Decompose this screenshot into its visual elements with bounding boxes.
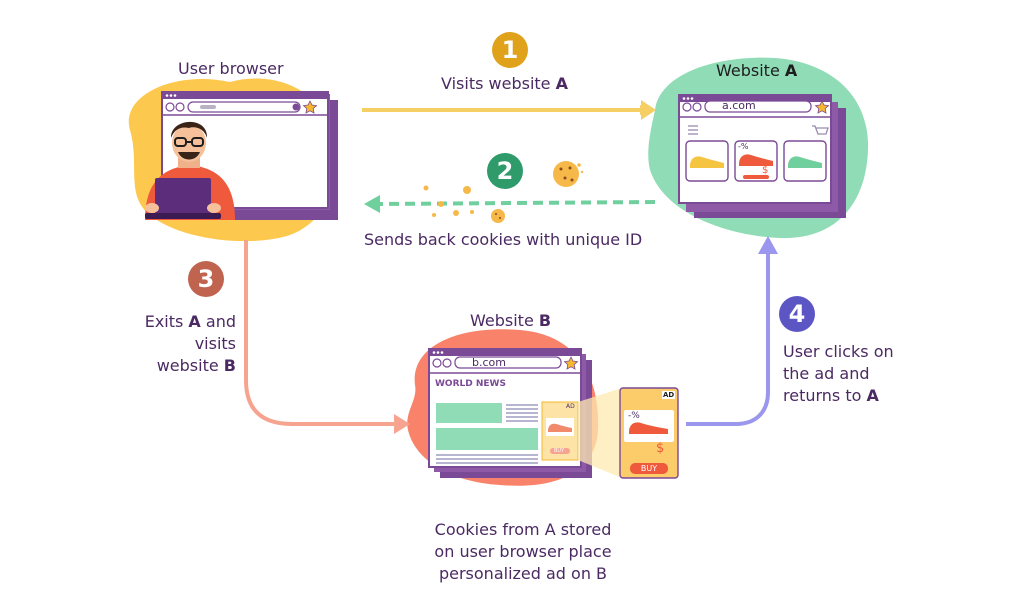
user-browser-title: User browser: [178, 59, 284, 78]
arrow-step-2: [377, 200, 656, 206]
ad-sneaker-icon: [629, 422, 668, 434]
step-4-label: User clicks on the ad and returns to A: [783, 342, 894, 405]
ad-card-discount: -%: [628, 411, 640, 421]
arrow-step-4: [686, 252, 770, 426]
step-1-label: Visits website A: [441, 74, 568, 93]
product-price-label: $: [762, 165, 769, 176]
ad-card[interactable]: [619, 387, 679, 479]
website-b-title: Website B: [470, 311, 552, 330]
menu-icon: [688, 125, 698, 135]
website-b-window: [428, 348, 592, 478]
step-3-label: Exits A and visits website B: [144, 312, 236, 375]
green-sneaker-icon: [788, 156, 822, 168]
step-2-badge: 2: [487, 153, 523, 189]
ad-card-price: $: [656, 441, 665, 456]
website-a-window: [678, 94, 846, 218]
world-news-headline: WORLD NEWS: [435, 379, 506, 389]
arrow-step-3: [244, 240, 396, 426]
user-avatar: [145, 121, 235, 220]
ad-card-buy-button[interactable]: BUY: [640, 464, 658, 473]
cart-icon: [812, 125, 829, 135]
yellow-sneaker-icon: [690, 156, 724, 168]
website-b-url: b.com: [472, 356, 506, 369]
inline-ad-buy: BUY: [554, 448, 565, 454]
cookie-crumbs-icon: [423, 185, 505, 223]
caption: Cookies from A stored on user browser pl…: [434, 520, 612, 583]
step-2-label: Sends back cookies with unique ID: [364, 230, 643, 249]
ad-highlight-beam: [578, 388, 622, 478]
step-1-badge: 1: [492, 32, 528, 68]
website-a-title: Website A: [716, 61, 798, 80]
red-sneaker-icon: [739, 154, 773, 166]
step-4-badge: 4: [779, 296, 815, 332]
product-discount-label: -%: [738, 142, 749, 151]
ad-card-tag: AD: [662, 391, 676, 399]
website-a-url: a.com: [722, 99, 756, 112]
inline-ad-tag: AD: [566, 403, 575, 410]
cookie-icon: [553, 161, 584, 187]
step-3-badge: 3: [188, 261, 224, 297]
